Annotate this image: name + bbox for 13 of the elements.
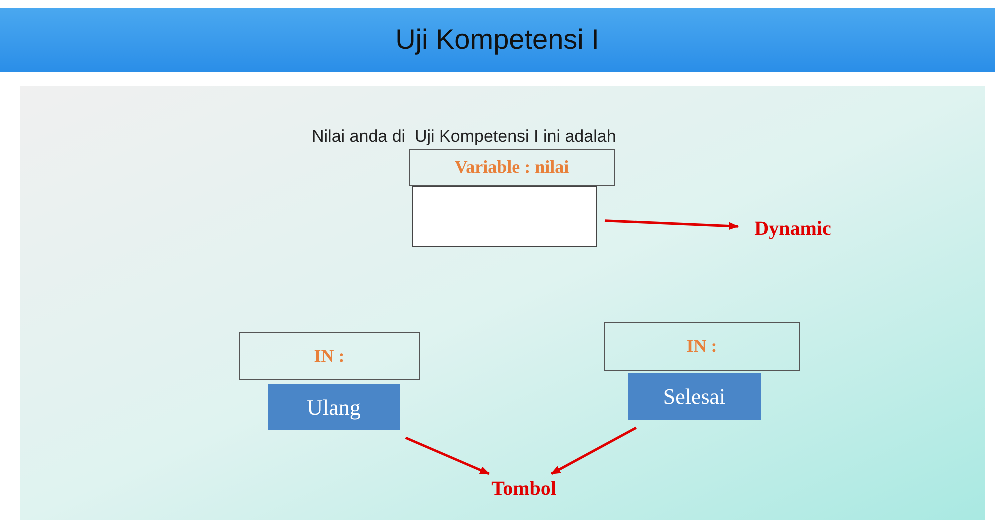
annotation-text: Tombol <box>478 474 570 504</box>
label-box: Variable : nilai <box>409 149 615 186</box>
title: Uji Kompetensi I <box>396 23 600 57</box>
arrow <box>550 426 638 476</box>
value-box <box>412 186 597 247</box>
arrow <box>405 436 490 476</box>
annotation-text: Dynamic <box>738 214 848 244</box>
button: Selesai <box>628 373 761 420</box>
sentence: Nilai anda di Uji Kompetensi I ini adalah <box>312 126 616 148</box>
label-box: IN : <box>604 322 800 371</box>
button: Ulang <box>268 384 400 430</box>
arrow <box>604 220 739 230</box>
label-box: IN : <box>239 332 420 380</box>
